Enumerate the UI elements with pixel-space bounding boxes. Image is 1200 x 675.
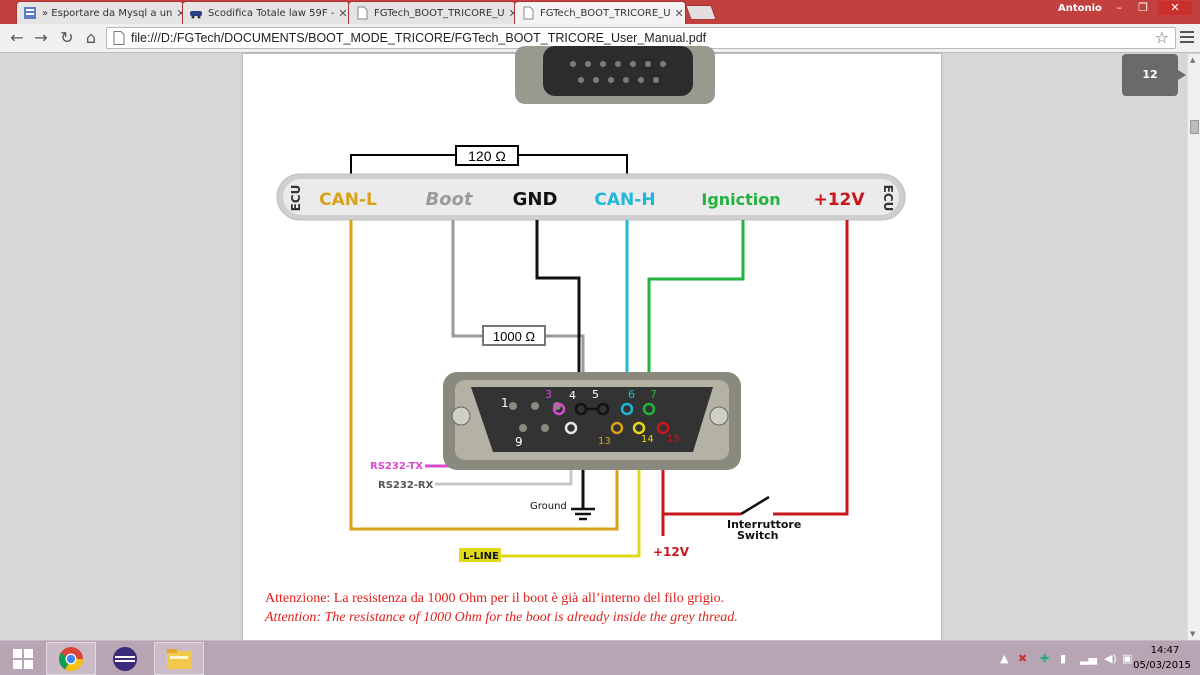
- pin-1: 1: [501, 396, 509, 410]
- show-hidden-icons-icon[interactable]: ▲: [1000, 652, 1009, 665]
- security-icon[interactable]: ✚: [1040, 652, 1050, 665]
- wire-ignition: [647, 220, 745, 406]
- title-bar: » Esportare da Mysql a un ✕ Scodifica To…: [0, 0, 1200, 24]
- tab-label: » Esportare da Mysql a un: [42, 7, 173, 19]
- bookmark-star-icon[interactable]: ☆: [1154, 28, 1169, 47]
- wiring-diagram: 120 Ω ECU ECU CAN-L Boot GND CAN-H Ignic…: [276, 46, 906, 562]
- close-icon[interactable]: ✕: [176, 6, 186, 20]
- page-number-indicator: 12: [1122, 54, 1186, 96]
- pin-15: 15: [667, 434, 680, 445]
- pin-5: 5: [592, 388, 599, 401]
- chrome-icon[interactable]: [46, 642, 96, 675]
- eclipse-icon[interactable]: [100, 642, 150, 675]
- resistor-1000-ohm: 1000 Ω: [482, 325, 546, 346]
- tab-fgtech-manual-1[interactable]: FGTech_BOOT_TRICORE_U ✕: [348, 1, 518, 24]
- close-icon[interactable]: ✕: [338, 6, 348, 20]
- home-icon[interactable]: ⌂: [85, 28, 97, 47]
- tab-label: FGTech_BOOT_TRICORE_U: [540, 7, 671, 19]
- pin-13: 13: [598, 436, 611, 447]
- clock-time[interactable]: 14:47: [1150, 645, 1180, 656]
- switch-label-it: Interruttore: [727, 518, 801, 531]
- tab-label: FGTech_BOOT_TRICORE_U: [374, 7, 505, 19]
- ecu-left-label: ECU: [289, 185, 303, 212]
- can-h-label: CAN-H: [594, 190, 655, 210]
- close-icon[interactable]: ✕: [509, 7, 518, 20]
- file-explorer-icon[interactable]: [154, 642, 204, 675]
- l-line-label: L-LINE: [463, 551, 499, 562]
- ground-symbol-icon: [571, 507, 595, 521]
- tab-fgtech-manual-active[interactable]: FGTech_BOOT_TRICORE_U ✕: [514, 1, 686, 24]
- address-bar[interactable]: file:///D:/FGTech/DOCUMENTS/BOOT_MODE_TR…: [106, 27, 1176, 49]
- wire-gnd: [535, 220, 581, 406]
- wire-12v-pin15: [661, 432, 741, 536]
- volume-icon[interactable]: ◀): [1104, 652, 1117, 665]
- clock-date[interactable]: 05/03/2015: [1133, 660, 1191, 671]
- plus12v-label: +12V: [813, 190, 865, 210]
- pin-6: 6: [628, 388, 635, 401]
- db15-connector: 1 3 4 5 6 7 9 13 14 15: [443, 372, 741, 470]
- caution-text-italian: Attenzione: La resistenza da 1000 Ohm pe…: [265, 591, 725, 606]
- wire-can-l: [349, 220, 619, 531]
- pin-7: 7: [650, 388, 657, 401]
- switch-icon: [740, 495, 770, 516]
- menu-icon[interactable]: [1180, 28, 1196, 48]
- maximize-icon[interactable]: ❐: [1138, 1, 1148, 14]
- network-warning-icon[interactable]: ✖: [1018, 652, 1028, 665]
- caution-text-english: Attention: The resistance of 1000 Ohm fo…: [265, 610, 738, 625]
- car-favicon: [190, 11, 202, 19]
- rs232-tx-label: RS232-TX: [370, 461, 423, 472]
- window-close-icon[interactable]: ✕: [1158, 1, 1192, 15]
- windows-start-icon[interactable]: [0, 642, 46, 675]
- minimize-icon[interactable]: –: [1116, 1, 1122, 14]
- windows-taskbar: ▲ ✖ ✚ ▮ ▂▄ ◀) ▣ 14:47 05/03/2015: [0, 640, 1200, 675]
- document-favicon: [523, 6, 534, 20]
- tab-esportare-mysql[interactable]: » Esportare da Mysql a un ✕: [16, 1, 186, 24]
- scroll-thumb[interactable]: [1190, 120, 1199, 134]
- back-arrow-icon[interactable]: ←: [10, 28, 24, 47]
- connector-photo-top: [515, 46, 715, 104]
- document-favicon: [357, 6, 368, 20]
- resistor-1000-label: 1000 Ω: [493, 329, 536, 344]
- url-text[interactable]: file:///D:/FGTech/DOCUMENTS/BOOT_MODE_TR…: [131, 31, 707, 45]
- pin-9: 9: [515, 435, 523, 449]
- scroll-down-arrow-icon[interactable]: ▼: [1190, 630, 1196, 638]
- page-icon: [113, 31, 125, 45]
- ground-label: Ground: [530, 501, 567, 512]
- can-l-label: CAN-L: [319, 190, 377, 210]
- wire-l-line: [543, 432, 641, 558]
- ecu-right-label: ECU: [881, 185, 895, 212]
- plus12v-bottom-label: +12V: [653, 545, 690, 559]
- tab-scodifica[interactable]: Scodifica Totale law 59F - ✕: [182, 1, 350, 24]
- pin-14: 14: [641, 434, 654, 445]
- boot-label: Boot: [425, 189, 473, 210]
- signal-icon[interactable]: ▂▄: [1080, 652, 1097, 665]
- ecu-connector-bar: ECU ECU CAN-L Boot GND CAN-H Igniction +…: [276, 173, 906, 221]
- battery-icon[interactable]: ▮: [1060, 652, 1067, 665]
- reload-icon[interactable]: ↻: [60, 28, 74, 47]
- ignition-label: Igniction: [701, 190, 780, 209]
- new-tab-button[interactable]: [685, 5, 717, 20]
- wire-12v-ecu: [773, 220, 849, 516]
- tab-label: Scodifica Totale law 59F -: [208, 7, 335, 19]
- gnd-label: GND: [513, 189, 558, 210]
- database-favicon: [24, 7, 36, 19]
- pin-3: 3: [545, 388, 552, 401]
- vertical-scrollbar[interactable]: ▲ ▼: [1187, 54, 1200, 640]
- action-center-icon[interactable]: ▣: [1122, 652, 1133, 665]
- switch-label-en: Switch: [737, 529, 778, 542]
- scroll-up-arrow-icon[interactable]: ▲: [1190, 56, 1196, 64]
- pdf-page: 120 Ω ECU ECU CAN-L Boot GND CAN-H Ignic…: [243, 46, 941, 640]
- rs232-rx-label: RS232-RX: [378, 480, 434, 491]
- pin-4: 4: [569, 389, 576, 402]
- close-icon[interactable]: ✕: [674, 6, 684, 20]
- profile-name[interactable]: Antonio: [1058, 3, 1102, 14]
- forward-arrow-icon[interactable]: →: [34, 28, 48, 47]
- pdf-viewer[interactable]: 120 Ω ECU ECU CAN-L Boot GND CAN-H Ignic…: [0, 46, 1187, 640]
- resistor-120-label: 120 Ω: [468, 148, 506, 164]
